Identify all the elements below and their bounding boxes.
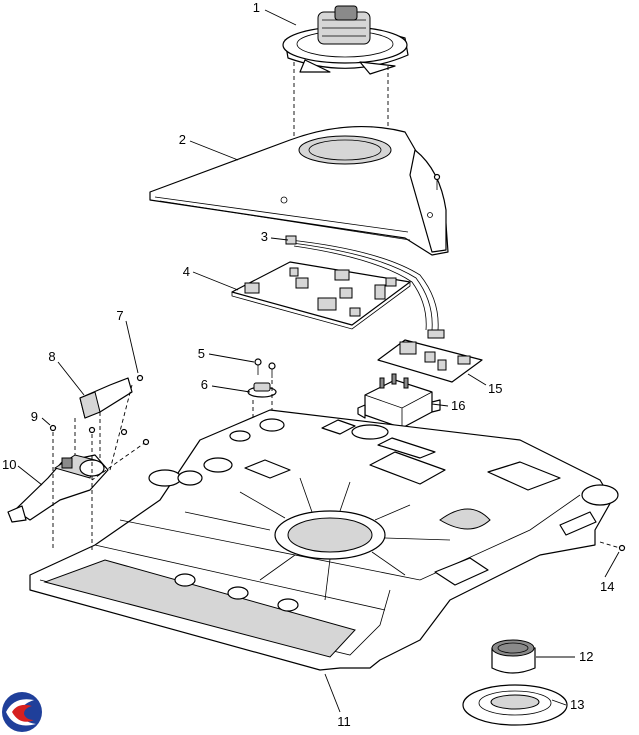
screw [433, 173, 441, 190]
screw [142, 438, 150, 446]
air-duct-cover [149, 125, 449, 256]
wire-harness [285, 235, 445, 339]
control-board [231, 261, 411, 330]
screw [88, 426, 128, 436]
relay [357, 373, 441, 429]
foot [491, 639, 536, 674]
leader-lines [17, 9, 620, 713]
callout-labels: 1 2 3 4 5 6 7 8 9 10 11 12 13 14 15 16 [2, 0, 614, 729]
callout-16: 16 [451, 398, 465, 413]
screw [599, 541, 626, 552]
fan-motor-assembly [282, 5, 409, 75]
callout-12: 12 [579, 649, 593, 664]
hinge-latch-assembly [7, 454, 109, 523]
bracket [79, 377, 133, 419]
callout-13: 13 [570, 697, 584, 712]
callout-6: 6 [201, 377, 208, 392]
callout-1: 1 [253, 0, 260, 15]
callout-2: 2 [179, 132, 186, 147]
relay-board [377, 339, 483, 383]
callout-10: 10 [2, 457, 16, 472]
callout-3: 3 [261, 229, 268, 244]
callout-4: 4 [183, 264, 190, 279]
screw [136, 374, 144, 382]
callout-5: 5 [198, 346, 205, 361]
brand-logo [2, 692, 42, 732]
callout-11: 11 [337, 714, 351, 729]
foot-pad [462, 684, 568, 726]
callout-7: 7 [116, 308, 123, 323]
callout-15: 15 [488, 381, 502, 396]
callout-8: 8 [48, 349, 55, 364]
screw [268, 362, 276, 378]
thermostat [247, 382, 277, 398]
screw [49, 424, 57, 432]
screw [254, 358, 262, 375]
base-plate [29, 409, 619, 671]
callout-14: 14 [600, 579, 614, 594]
callout-9: 9 [31, 409, 38, 424]
